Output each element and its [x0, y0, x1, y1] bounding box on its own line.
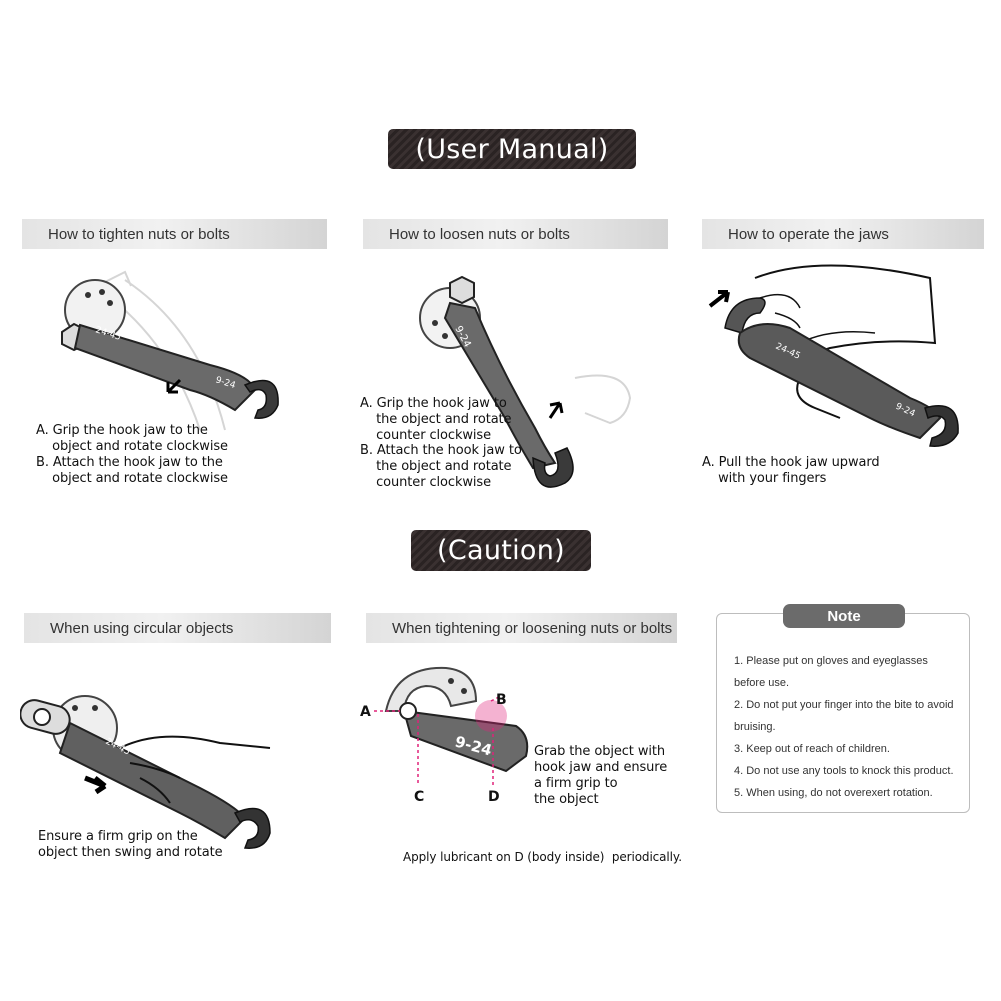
nut-shape — [449, 275, 475, 305]
note-list: 1. Please put on gloves and eyeglasses b… — [734, 650, 966, 804]
tighten-caption-a: A. Grip the hook jaw to the object and r… — [36, 423, 228, 454]
nuts-footer: Apply lubricant on D (body inside) perio… — [403, 850, 682, 864]
hand-outline — [119, 735, 271, 804]
note-item: 1. Please put on gloves and eyeglasses — [734, 655, 928, 667]
note-item: bruising. — [734, 721, 776, 733]
note-item: 4. Do not use any tools to knock this pr… — [734, 765, 954, 777]
arrow-icon — [84, 775, 107, 795]
loosen-caption-b: B. Attach the hook jaw to the object and… — [360, 443, 522, 490]
arrow-icon — [708, 290, 730, 308]
circular-illustration: 24-45 — [20, 695, 271, 849]
section-title-loosen: How to loosen nuts or bolts — [363, 219, 668, 249]
note-item: 3. Keep out of reach of children. — [734, 743, 890, 755]
hand-outline — [754, 264, 937, 419]
jaw-disc — [384, 666, 478, 712]
arrow-icon — [166, 378, 182, 394]
caution-banner: (Caution) — [411, 530, 591, 571]
hook-jaw — [724, 297, 766, 334]
wrench-body — [58, 721, 247, 840]
section-title-jaws: How to operate the jaws — [702, 219, 984, 249]
wrench-body — [73, 323, 257, 412]
note-item: 5. When using, do not overexert rotation… — [734, 787, 933, 799]
tighten-illustration: 24-45 9-24 — [61, 270, 279, 431]
label-c: C — [414, 789, 424, 805]
hook-jaw — [243, 379, 279, 419]
note-item: before use. — [734, 677, 790, 689]
wrench-body — [402, 709, 529, 773]
jaws-illustration: 24-45 9-24 — [708, 264, 959, 447]
label-b: B — [496, 692, 507, 708]
label-d: D — [488, 789, 500, 805]
nuts-caption: Grab the object with hook jaw and ensure… — [534, 744, 668, 807]
tighten-caption-b: B. Attach the hook jaw to the object and… — [36, 455, 228, 486]
lubricant-zone — [475, 700, 507, 732]
arrow-icon — [548, 401, 564, 419]
note-title: Note — [783, 604, 905, 628]
label-a: A — [360, 704, 371, 720]
bolt-circle — [399, 702, 417, 720]
circular-caption: Ensure a firm grip on the object then sw… — [38, 829, 223, 860]
jaws-caption-a: A. Pull the hook jaw upward with your fi… — [702, 455, 880, 486]
loosen-caption-a: A. Grip the hook jaw to the object and r… — [360, 396, 512, 443]
user-manual-banner: (User Manual) — [388, 129, 636, 169]
section-title-tighten: How to tighten nuts or bolts — [22, 219, 327, 249]
hook-jaw — [532, 447, 574, 488]
ghost-hook — [574, 374, 632, 425]
section-title-nuts: When tightening or loosening nuts or bol… — [366, 613, 677, 643]
hook-jaw — [233, 807, 271, 849]
section-title-circular: When using circular objects — [24, 613, 331, 643]
loosen-illustration: 9-24 — [419, 275, 632, 488]
wrench-body — [737, 323, 942, 440]
note-item: 2. Do not put your finger into the bite … — [734, 699, 954, 711]
nuts-illustration: 9-24 A B C D — [360, 666, 529, 805]
wrench-body — [443, 301, 557, 470]
